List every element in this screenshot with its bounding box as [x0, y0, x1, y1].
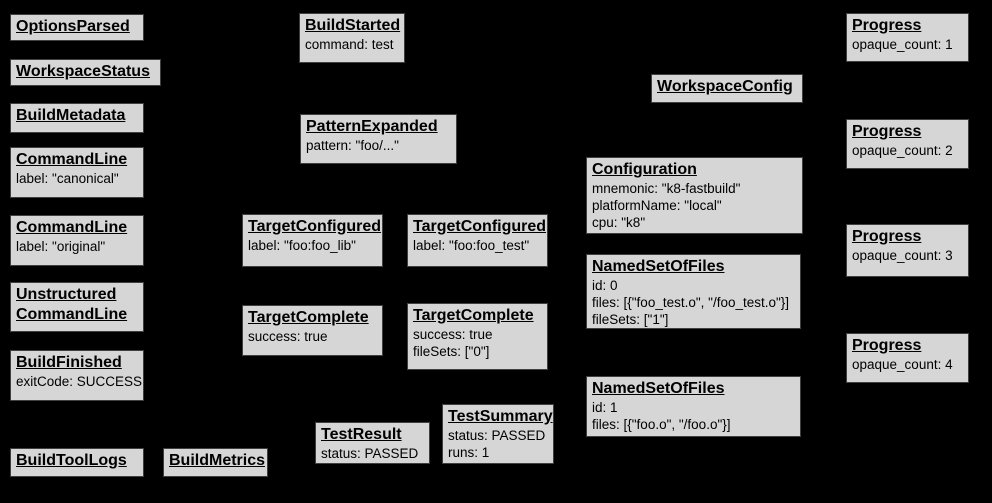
box-field: opaque_count: 1 [852, 37, 953, 52]
box-field: fileSets: ["1"] [592, 312, 669, 327]
box-field: status: PASSED [448, 428, 546, 443]
box-title: TargetConfigured [248, 218, 382, 235]
box-field: id: 0 [592, 278, 618, 293]
box-title: BuildFinished [16, 354, 122, 371]
box-title: TargetConfigured [413, 218, 547, 235]
event-box-build-metadata: BuildMetadata [10, 103, 144, 133]
event-box-progress-4: Progress opaque_count: 4 [846, 333, 969, 383]
box-title: OptionsParsed [16, 18, 130, 35]
box-field: exitCode: SUCCESS [16, 374, 143, 389]
event-box-build-finished: BuildFinished exitCode: SUCCESS [10, 350, 144, 401]
box-field: runs: 1 [448, 445, 490, 460]
box-field: cpu: "k8" [592, 215, 646, 230]
event-box-test-result: TestResult status: PASSED [315, 422, 430, 464]
event-box-command-line-original: CommandLine label: "original" [10, 215, 144, 266]
event-box-target-configured-foo-test: TargetConfigured label: "foo:foo_test" [407, 214, 548, 267]
event-box-progress-3: Progress opaque_count: 3 [846, 224, 969, 277]
box-field: status: PASSED [321, 446, 419, 461]
box-field: fileSets: ["0"] [413, 344, 490, 359]
box-field: label: "foo:foo_test" [413, 238, 530, 253]
box-field: label: "original" [16, 239, 106, 254]
box-title: TestResult [321, 426, 402, 443]
box-title: BuildToolLogs [16, 452, 127, 469]
event-box-test-summary: TestSummary status: PASSED runs: 1 [442, 404, 554, 464]
event-box-named-set-of-files-0: NamedSetOfFiles id: 0 files: [{"foo_test.o… [586, 254, 801, 329]
box-field: command: test [305, 37, 394, 52]
box-title: CommandLine [16, 219, 128, 236]
event-box-pattern-expanded: PatternExpanded pattern: "foo/..." [300, 114, 457, 164]
event-box-named-set-of-files-1: NamedSetOfFiles id: 1 files: [{"foo.o", "/… [586, 376, 801, 437]
box-field: platformName: "local" [592, 198, 722, 213]
box-field: id: 1 [592, 400, 618, 415]
box-title: BuildStarted [305, 17, 401, 34]
event-box-target-configured-foo-lib: TargetConfigured label: "foo:foo_lib" [242, 214, 383, 267]
box-title: Progress [852, 17, 922, 34]
box-field: opaque_count: 3 [852, 248, 953, 263]
box-title: Unstructured CommandLine [16, 286, 128, 323]
box-field: label: "canonical" [16, 171, 119, 186]
event-box-target-complete-foo-test: TargetComplete success: true fileSets: ["0… [407, 303, 548, 370]
event-box-workspace-config: WorkspaceConfig [651, 74, 803, 103]
box-title: PatternExpanded [306, 118, 438, 135]
box-title: BuildMetrics [169, 452, 266, 469]
box-title: TestSummary [448, 408, 553, 425]
event-box-options-parsed: OptionsParsed [10, 14, 144, 41]
event-box-build-started: BuildStarted command: test [299, 13, 405, 63]
box-title: Progress [852, 123, 922, 140]
box-field: files: [{"foo_test.o", "/foo_test.o"}] [592, 295, 790, 310]
box-title: TargetComplete [413, 307, 534, 324]
event-box-build-metrics: BuildMetrics [163, 448, 268, 477]
box-title: BuildMetadata [16, 107, 126, 124]
box-field: mnemonic: "k8-fastbuild" [592, 181, 741, 196]
box-field: success: true [248, 329, 328, 344]
event-box-configuration: Configuration mnemonic: "k8-fastbuild" pla… [586, 157, 803, 234]
box-title: WorkspaceStatus [16, 63, 150, 80]
event-box-build-tool-logs: BuildToolLogs [10, 448, 144, 477]
box-title: Progress [852, 228, 922, 245]
event-box-workspace-status: WorkspaceStatus [10, 59, 161, 86]
box-title: NamedSetOfFiles [592, 258, 725, 275]
box-title: WorkspaceConfig [657, 78, 793, 95]
event-box-progress-1: Progress opaque_count: 1 [846, 13, 969, 62]
box-field: label: "foo:foo_lib" [248, 238, 356, 253]
box-field: opaque_count: 2 [852, 143, 953, 158]
box-title: CommandLine [16, 151, 128, 168]
box-field: opaque_count: 4 [852, 357, 953, 372]
box-title: NamedSetOfFiles [592, 380, 725, 397]
box-field: files: [{"foo.o", "/foo.o"}] [592, 417, 731, 432]
box-title: Progress [852, 337, 922, 354]
box-title: TargetComplete [248, 309, 369, 326]
box-field: pattern: "foo/..." [306, 138, 399, 153]
event-box-progress-2: Progress opaque_count: 2 [846, 119, 969, 169]
event-box-target-complete-foo-lib: TargetComplete success: true [242, 305, 383, 356]
box-title: Configuration [592, 161, 697, 178]
event-box-unstructured-command-line: Unstructured CommandLine [10, 282, 144, 332]
box-field: success: true [413, 327, 493, 342]
event-box-command-line-canonical: CommandLine label: "canonical" [10, 147, 144, 198]
